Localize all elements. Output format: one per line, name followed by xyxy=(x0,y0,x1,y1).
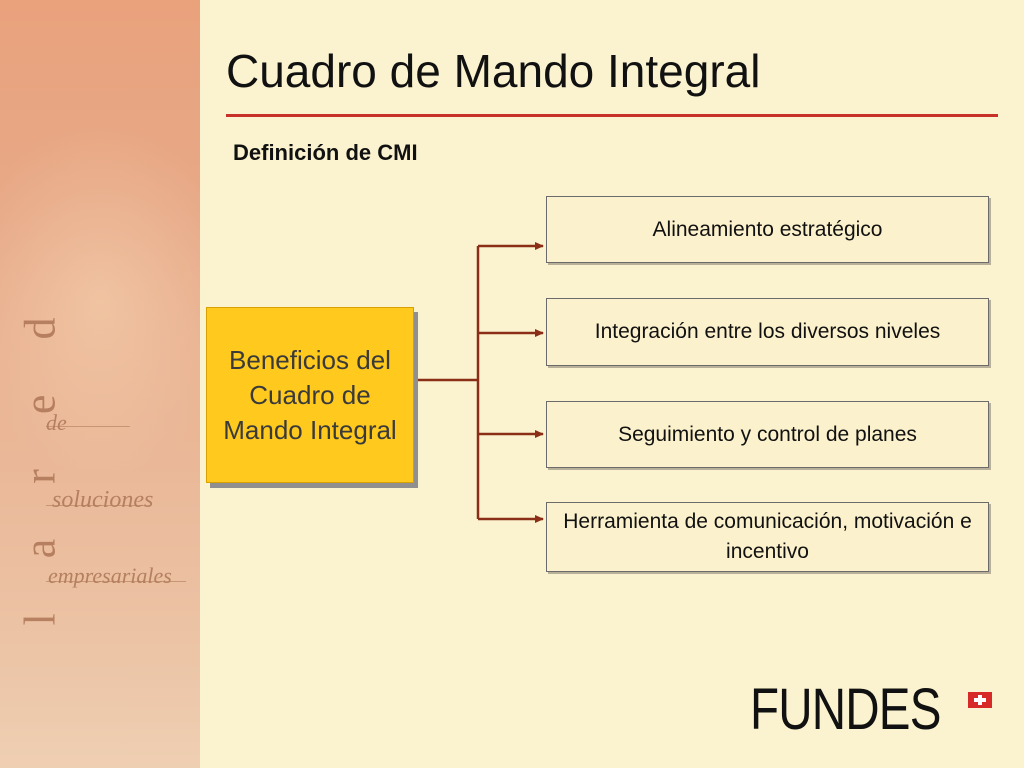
root-node-benefits: Beneficios del Cuadro de Mando Integral xyxy=(206,307,414,483)
fundes-logo-text: FUNDES xyxy=(750,677,941,742)
slide-subtitle: Definición de CMI xyxy=(233,140,418,165)
sidebar-rule xyxy=(46,581,186,582)
sidebar-rule xyxy=(46,426,130,427)
benefit-node-label: Seguimiento y control de planes xyxy=(618,422,917,446)
benefit-node-label: Integración entre los diversos niveles xyxy=(594,320,941,343)
root-node-label: Beneficios del Cuadro de Mando Integral xyxy=(223,344,397,445)
sidebar-brand-soluciones: soluciones xyxy=(52,487,154,513)
sidebar-brand-de: de xyxy=(46,410,67,435)
sidebar-rule xyxy=(46,505,150,506)
sidebar-brand-empresariales: empresariales xyxy=(48,563,172,588)
title-underline xyxy=(226,114,998,117)
benefit-node-integracion: Integración entre los diversos niveles xyxy=(546,298,989,366)
benefit-node-label: Herramienta de comunicación, motivación … xyxy=(563,510,972,563)
sidebar-glow xyxy=(0,120,200,480)
sidebar-decoration: l a r e d de soluciones empresariales xyxy=(0,0,200,768)
benefit-node-herramienta: Herramienta de comunicación, motivación … xyxy=(546,502,989,572)
swiss-cross-icon xyxy=(968,692,992,708)
benefit-node-alineamiento: Alineamiento estratégico xyxy=(546,196,989,263)
fundes-logo: FUNDES xyxy=(750,677,992,742)
benefit-node-label: Alineamiento estratégico xyxy=(652,217,883,241)
slide-title: Cuadro de Mando Integral xyxy=(226,45,761,97)
benefit-node-seguimiento: Seguimiento y control de planes xyxy=(546,401,989,468)
